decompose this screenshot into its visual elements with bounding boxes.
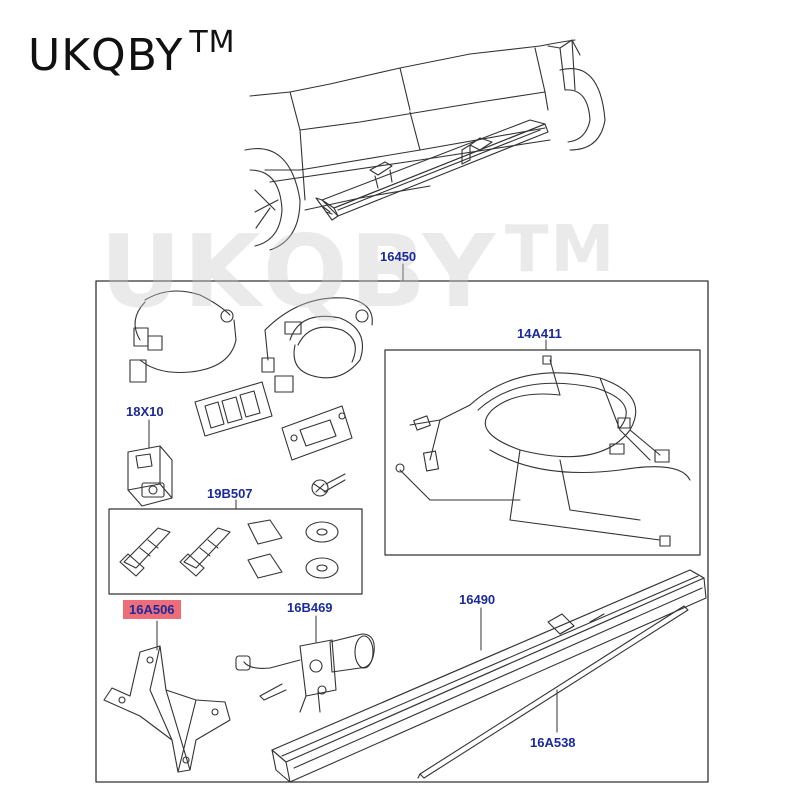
part-label-18x10: 18X10 [126, 404, 164, 419]
bracket-illustration [103, 645, 231, 773]
part-label-16b469: 16B469 [287, 600, 333, 615]
harness-box [384, 349, 701, 556]
part-label-16a506: 16A506 [123, 600, 181, 619]
large-harness-illustration [395, 355, 691, 547]
motor-illustration [235, 633, 375, 713]
screw-illustration [311, 473, 346, 497]
step-board-illustration [271, 569, 707, 783]
kit-frame [95, 280, 709, 783]
switch-bezel-illustration [194, 381, 353, 461]
fixings-illustration [119, 519, 339, 579]
part-label-16490: 16490 [459, 592, 496, 607]
part-label-16a538: 16A538 [530, 735, 576, 750]
vehicle-illustration [244, 39, 606, 251]
part-label-19b507: 19B507 [207, 486, 253, 501]
trim-strip-illustration [417, 605, 689, 779]
part-label-14a411: 14A411 [517, 326, 562, 341]
part-label-16450: 16450 [380, 249, 417, 264]
small-harness-illustration [129, 290, 373, 393]
switch-illustration [127, 445, 173, 507]
